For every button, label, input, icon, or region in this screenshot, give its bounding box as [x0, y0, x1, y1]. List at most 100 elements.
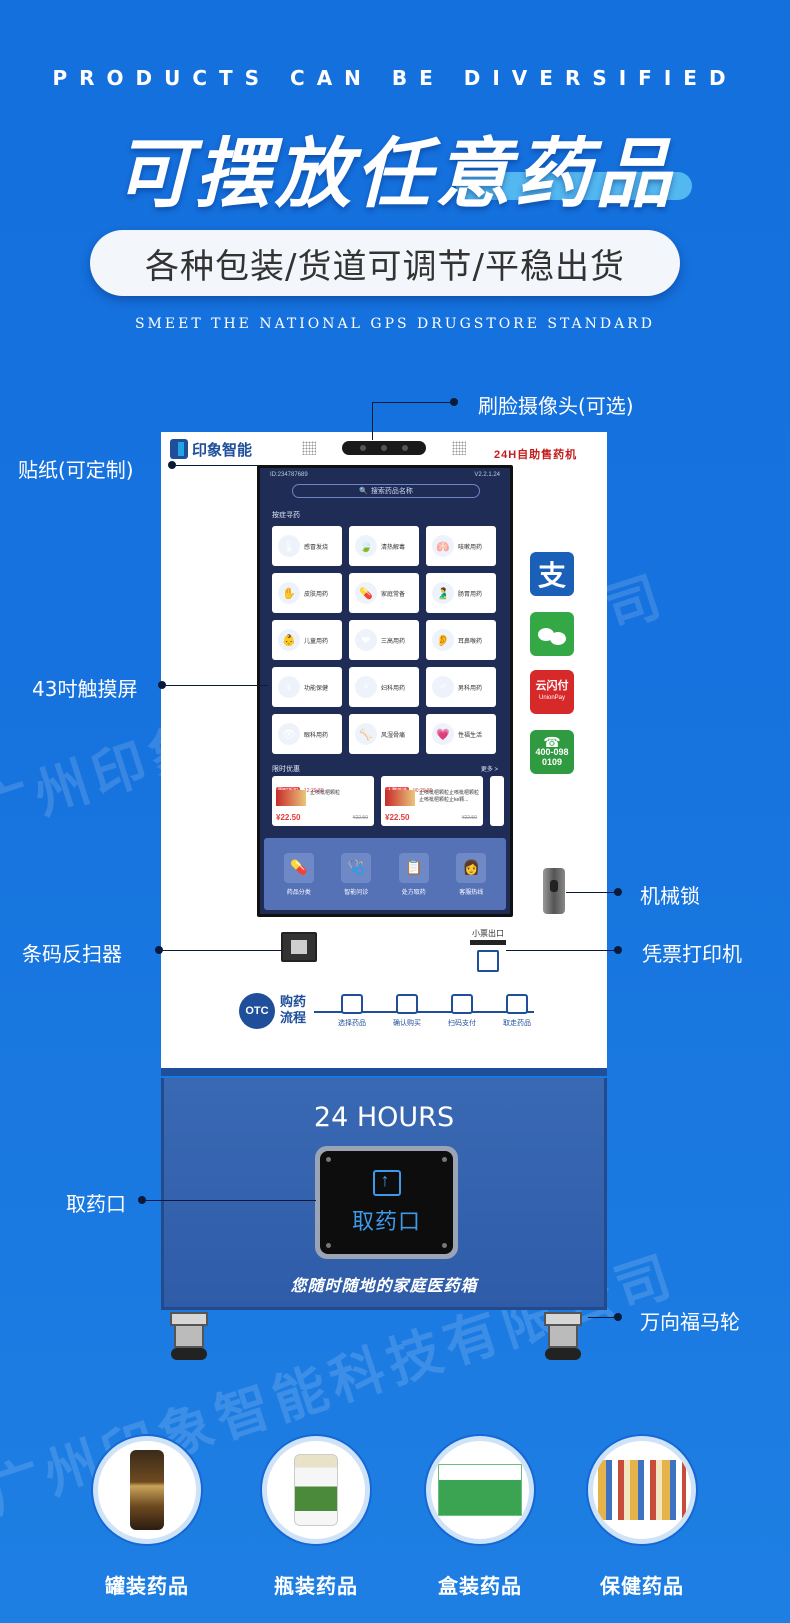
callout-scanner: 条码反扫器 — [22, 942, 122, 966]
promo-card[interactable]: 人群首选00:20:30止咳枇杷颗粒止咳枇杷颗粒止咳枇杷颗粒止ke颗...¥22… — [381, 776, 483, 826]
category-label: 男科用药 — [458, 685, 483, 692]
dock-item[interactable]: 👩 客服热线 — [456, 852, 487, 896]
category-label: 三高用药 — [381, 638, 406, 645]
category-tile[interactable]: ♂ 男科用药 — [426, 667, 496, 707]
product-canned: 罐装药品 — [91, 1436, 203, 1599]
caster-wheel-left — [162, 1312, 216, 1364]
promo-card-partial[interactable] — [490, 776, 504, 826]
category-icon: ⚕ — [278, 676, 300, 698]
promo-row: 限时折扣12:20:30止咳枇杷颗粒¥22.50¥22.50人群首选00:20:… — [272, 776, 504, 826]
camera-lens-icon — [380, 445, 387, 451]
dock-icon: 🩺 — [341, 852, 372, 883]
category-icon: 🫃 — [432, 582, 454, 604]
product-label: 瓶装药品 — [274, 1576, 358, 1598]
screen-bottom-dock: 💊药品分类 🩺智能问诊 📋处方取药 👩 客服热线 — [264, 838, 506, 910]
callout-lock: 机械锁 — [640, 884, 700, 908]
dock-item[interactable]: 🩺智能问诊 — [341, 852, 372, 896]
alipay-glyph: 支 — [537, 560, 566, 591]
callout-line — [162, 685, 268, 686]
product-label: 保健药品 — [600, 1576, 684, 1598]
dock-item[interactable]: 💊药品分类 — [283, 852, 314, 896]
callout-touchscreen: 43吋触摸屏 — [32, 677, 138, 701]
category-tile[interactable]: 🍃 清热解毒 — [349, 526, 419, 566]
category-icon: ♀ — [355, 676, 377, 698]
hotline-number: 400-098 0109 — [535, 747, 569, 767]
callout-dot — [614, 1313, 622, 1321]
category-label: 妇科用药 — [381, 685, 406, 692]
dock-item[interactable]: 📋处方取药 — [398, 852, 429, 896]
category-tile[interactable]: 💊家庭常备 — [349, 573, 419, 613]
screen-status-bar: ID:234787689 V2.2.1.24 — [270, 472, 500, 478]
promo-more-link[interactable]: 更多 > — [480, 767, 498, 773]
callout-printer: 凭票打印机 — [642, 942, 742, 966]
dock-icon: 👩 — [456, 852, 487, 883]
cloudpay-sub: UnionPay — [538, 695, 565, 701]
otc-badge: OTC — [239, 993, 275, 1029]
receipt-slot — [470, 940, 506, 945]
cloudpay-label: 云闪付 — [535, 680, 569, 692]
printer-slot-label: 小票出口 — [472, 929, 504, 938]
subtitle-text: 各种包装/货道可调节/平稳出货 — [145, 246, 625, 287]
pickup-door[interactable]: 取药口 — [320, 1151, 453, 1254]
promo-old-price: ¥22.50 — [352, 815, 368, 821]
category-label: 儿童用药 — [304, 638, 329, 645]
callout-line — [566, 892, 616, 893]
touch-screen[interactable]: ID:234787689 V2.2.1.24 🔍 搜索药品名称 按症寻药 🌡感冒… — [257, 465, 513, 917]
device-id: ID:234787689 — [270, 472, 308, 478]
logo-mark-icon — [170, 439, 188, 459]
product-boxed: 盒装药品 — [424, 1436, 536, 1599]
category-label: 眼科用药 — [304, 732, 329, 739]
callout-dot — [614, 946, 622, 954]
face-camera — [342, 441, 426, 455]
category-label: 清热解毒 — [381, 544, 406, 551]
category-label: 风湿骨痛 — [381, 732, 406, 739]
dock-label: 客服热线 — [459, 889, 484, 896]
otc-flow-line — [314, 1011, 534, 1013]
jar-icon — [130, 1450, 164, 1530]
category-icon: ♂ — [432, 676, 454, 698]
upload-arrow-icon — [372, 1169, 401, 1196]
cart-icon — [341, 994, 363, 1014]
speaker-grille-icon — [452, 441, 466, 455]
search-icon: 🔍 — [359, 488, 368, 495]
category-tile[interactable]: ⚕功能保健 — [272, 667, 342, 707]
product-image — [588, 1436, 696, 1544]
supplements-icon — [598, 1460, 686, 1520]
callout-pickup: 取药口 — [66, 1192, 126, 1216]
promo-countdown: 00:20:30 — [413, 788, 433, 794]
category-tile[interactable]: 👁眼科用药 — [272, 714, 342, 754]
category-tile[interactable]: 👂耳鼻喉药 — [426, 620, 496, 660]
category-icon: 🍃 — [355, 535, 377, 557]
dock-label: 药品分类 — [286, 889, 311, 896]
otc-step: 扫码支付 — [436, 994, 488, 1028]
promo-countdown: 12:20:30 — [304, 788, 324, 794]
barcode-scanner — [281, 932, 317, 962]
box-icon — [438, 1464, 522, 1516]
product-label: 罐装药品 — [105, 1576, 189, 1598]
callout-line — [142, 1200, 316, 1201]
category-tile[interactable]: 🫁咳嗽用药 — [426, 526, 496, 566]
clipboard-icon — [396, 994, 418, 1014]
category-tile[interactable]: 🌡感冒发烧 — [272, 526, 342, 566]
subtitle-pill: 各种包装/货道可调节/平稳出货 — [90, 230, 680, 296]
search-placeholder: 搜索药品名称 — [370, 488, 413, 495]
category-tile[interactable]: 👶儿童用药 — [272, 620, 342, 660]
callout-line — [372, 402, 452, 403]
chinese-title: 可摆放任意药品 — [115, 129, 675, 218]
caster-wheel-right — [536, 1312, 590, 1364]
hours-label: 24 HOURS — [313, 1102, 455, 1133]
medicine-search-input[interactable]: 🔍 搜索药品名称 — [292, 484, 480, 498]
app-version: V2.2.1.24 — [474, 472, 500, 478]
category-tile[interactable]: 🦴风湿骨痛 — [349, 714, 419, 754]
alipay-icon: 支 — [530, 552, 574, 596]
category-tile[interactable]: ❤三高用药 — [349, 620, 419, 660]
category-tile[interactable]: 🫃肠胃用药 — [426, 573, 496, 613]
category-tile[interactable]: 💗性福生活 — [426, 714, 496, 754]
category-tile[interactable]: ♀ 妇科用药 — [349, 667, 419, 707]
category-label: 耳鼻喉药 — [458, 638, 483, 645]
pickup-port[interactable]: 取药口 — [315, 1146, 458, 1259]
screw-icon — [442, 1243, 447, 1248]
callout-wheels: 万向福马轮 — [640, 1310, 740, 1334]
category-tile[interactable]: ✋皮肤用药 — [272, 573, 342, 613]
